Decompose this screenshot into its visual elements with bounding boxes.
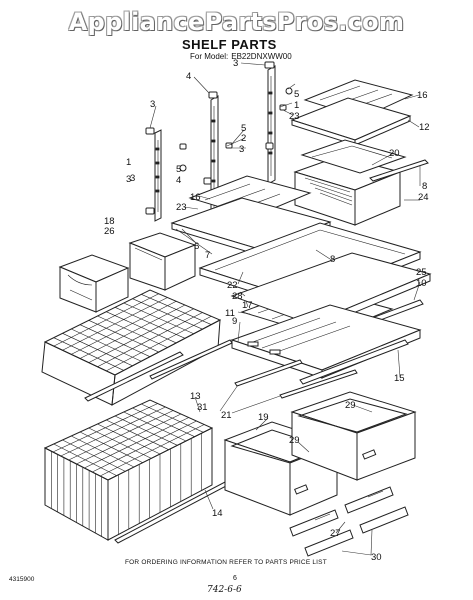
callout-8: 8 (422, 181, 427, 192)
callout-3: 3 (130, 173, 135, 184)
door-bin-26 (58, 254, 130, 313)
callouts: 3 4 5 1 23 2 3 5 3 3 1 4 5 16 12 20 8 24… (104, 58, 430, 563)
callout-20: 20 (389, 148, 400, 159)
callout-23: 23 (289, 111, 300, 122)
callout-8: 8 (330, 254, 335, 265)
top-shelf-frame (290, 97, 412, 146)
ordering-note: FOR ORDERING INFORMATION REFER TO PARTS … (125, 559, 327, 566)
slide-rails-21 (234, 359, 358, 399)
callout-27: 27 (330, 528, 341, 539)
model-prefix: For Model: (190, 52, 229, 61)
callout-23: 23 (176, 202, 187, 213)
callout-19: 19 (258, 412, 269, 423)
leader-lines (149, 62, 421, 556)
page-number: 6 (233, 575, 237, 582)
callout-18: 18 (104, 216, 115, 227)
callout-14: 14 (212, 508, 223, 519)
callout-12: 12 (419, 122, 430, 133)
callout-3: 3 (233, 58, 238, 69)
drawer-trim-parts (289, 486, 409, 557)
callout-7: 7 (205, 250, 210, 261)
callout-1: 1 (126, 157, 131, 168)
callout-11: 11 (225, 308, 235, 319)
callout-21: 21 (221, 410, 232, 421)
callout-29: 29 (345, 400, 356, 411)
callout-29: 29 (289, 435, 300, 446)
diagram-title: SHELF PARTS (182, 37, 277, 52)
shelf-ladder-left (154, 129, 162, 222)
callout-5: 5 (241, 123, 246, 134)
model-line: For Model:EB22DNXWW00 (190, 52, 292, 61)
callout-24: 24 (418, 192, 429, 203)
callout-25: 25 (416, 267, 427, 278)
callout-5: 5 (176, 164, 181, 175)
rail-15 (299, 339, 409, 385)
callout-30: 30 (371, 552, 382, 563)
callout-10: 10 (416, 278, 427, 289)
callout-31: 31 (197, 402, 208, 413)
wire-basket-upper (41, 289, 222, 406)
doc-number: 4315900 (9, 576, 35, 583)
rail-8-upper (369, 159, 429, 182)
callout-6: 6 (194, 241, 199, 252)
callout-17: 17 (242, 300, 253, 311)
crisper-bin-upper (293, 155, 402, 226)
callout-3: 3 (126, 174, 131, 185)
callout-2: 2 (241, 133, 246, 144)
callout-26: 26 (104, 226, 115, 237)
callout-28: 28 (232, 291, 243, 302)
callout-3: 3 (239, 144, 244, 155)
callout-3: 3 (150, 99, 155, 110)
shelf-ladder-right (267, 65, 276, 185)
model-number: EB22DNXWW00 (231, 52, 292, 61)
callout-15: 15 (394, 373, 405, 384)
callout-16: 16 (190, 192, 201, 203)
handwritten-code: 742-6-6 (207, 585, 242, 595)
door-bin-18 (128, 232, 197, 291)
callout-13: 13 (190, 391, 201, 402)
callout-4: 4 (176, 175, 181, 186)
watermark: AppliancePartsPros.com (68, 8, 405, 36)
wire-basket-lower (43, 399, 214, 541)
callout-9: 9 (232, 316, 237, 327)
crisper-cover-frame (300, 139, 407, 174)
callout-5: 5 (294, 89, 299, 100)
callout-16: 16 (417, 90, 428, 101)
crisper-drawer-right (290, 391, 417, 481)
callout-4: 4 (186, 71, 191, 82)
callout-22: 22 (227, 280, 238, 291)
basket-rail-14-upper (84, 339, 233, 402)
callout-1: 1 (294, 100, 299, 111)
